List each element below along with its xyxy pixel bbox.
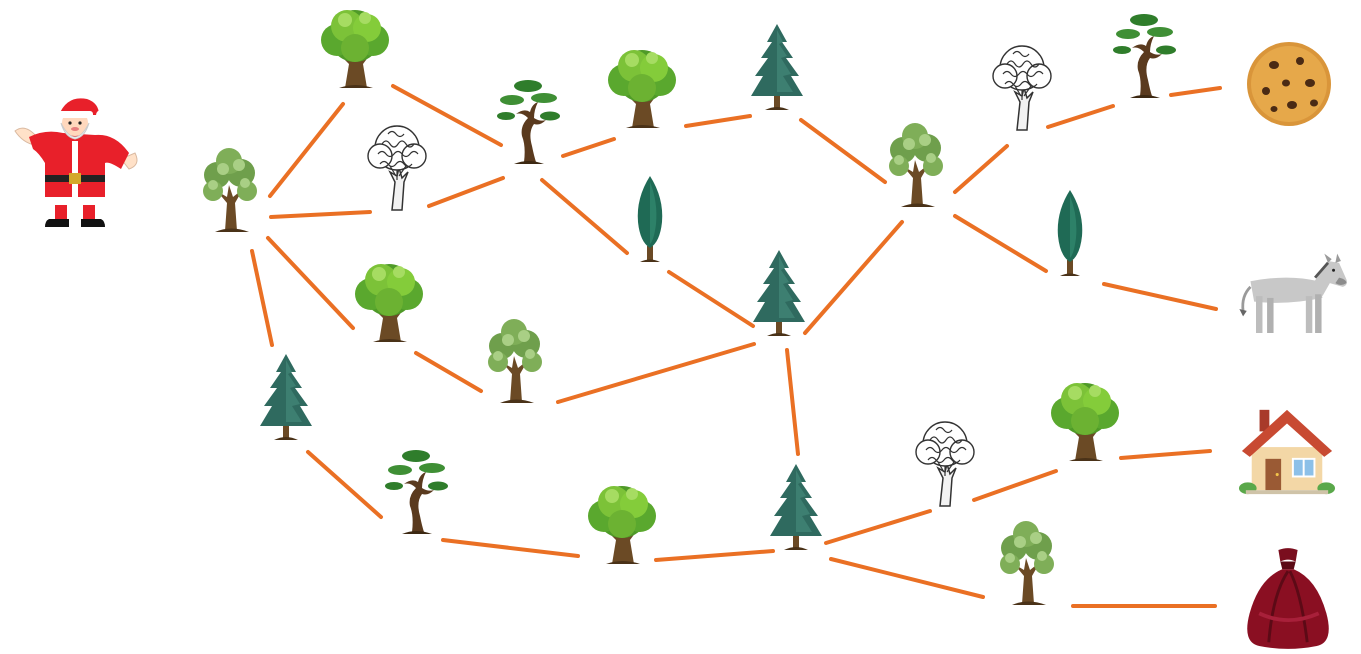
path-segment [803,220,904,335]
tree-t2-oak-icon[interactable] [321,10,389,88]
destinations [1237,42,1349,651]
tree-t5-oak-icon[interactable] [608,50,676,128]
tree-t4-bonsai-icon[interactable] [497,80,560,164]
path-segment [972,469,1058,502]
path-segment [427,176,505,208]
tree-t17-oak-icon[interactable] [588,486,656,564]
path-segment [391,84,503,147]
path-segment [1169,86,1222,97]
tree-t14-pine-icon[interactable] [260,354,312,440]
path-segment [1102,282,1218,311]
path-segment [829,557,985,599]
tree-t11-cypress-icon[interactable] [1057,190,1083,276]
tree-t19-bare-icon[interactable] [915,421,975,507]
path-segment [306,450,383,519]
tree-t20-oak-icon[interactable] [1051,383,1119,461]
path-segment [540,178,629,255]
tree-t7-cypress-icon[interactable] [637,176,663,262]
path-segment [953,214,1048,273]
path-segment [556,342,756,404]
trees [203,10,1176,605]
donkey-icon[interactable] [1237,252,1349,335]
path-segment [269,210,372,219]
path-segment [799,118,887,184]
path-segment [785,348,800,456]
path-segment [953,144,1009,194]
tree-t12-oak-icon[interactable] [355,264,423,342]
path-segment [414,351,483,393]
tree-t16-bonsai-icon[interactable] [385,450,448,534]
path-segment [1119,449,1212,460]
tree-t9-bare-icon[interactable] [992,45,1052,131]
path-segment [824,509,932,545]
tree-t3-bare-icon[interactable] [367,125,427,211]
path-segment [268,102,345,198]
path-segment [684,114,752,128]
tree-t10-bonsai-icon[interactable] [1113,14,1176,98]
path-segment [441,538,580,558]
path-segment [266,236,355,330]
tree-t15-pine-icon[interactable] [753,250,805,336]
house-icon[interactable] [1238,408,1336,496]
path-segment [667,270,755,328]
tree-t18-pine-icon[interactable] [770,464,822,550]
tree-t6-pine-icon[interactable] [751,24,803,110]
path-segment [654,549,775,562]
tree-t8-leafy-icon[interactable] [889,123,943,207]
santa-icon[interactable] [14,97,138,228]
path-segment [561,137,616,158]
tree-t21-leafy-icon[interactable] [1000,521,1054,605]
cookie-icon[interactable] [1247,42,1331,126]
path-segment [1046,104,1115,129]
gift-sack-icon[interactable] [1245,546,1331,651]
tree-t1-leafy-icon[interactable] [203,148,257,232]
tree-t13-leafy-icon[interactable] [488,319,542,403]
path-segment [250,249,274,347]
maze-paths [250,84,1222,608]
